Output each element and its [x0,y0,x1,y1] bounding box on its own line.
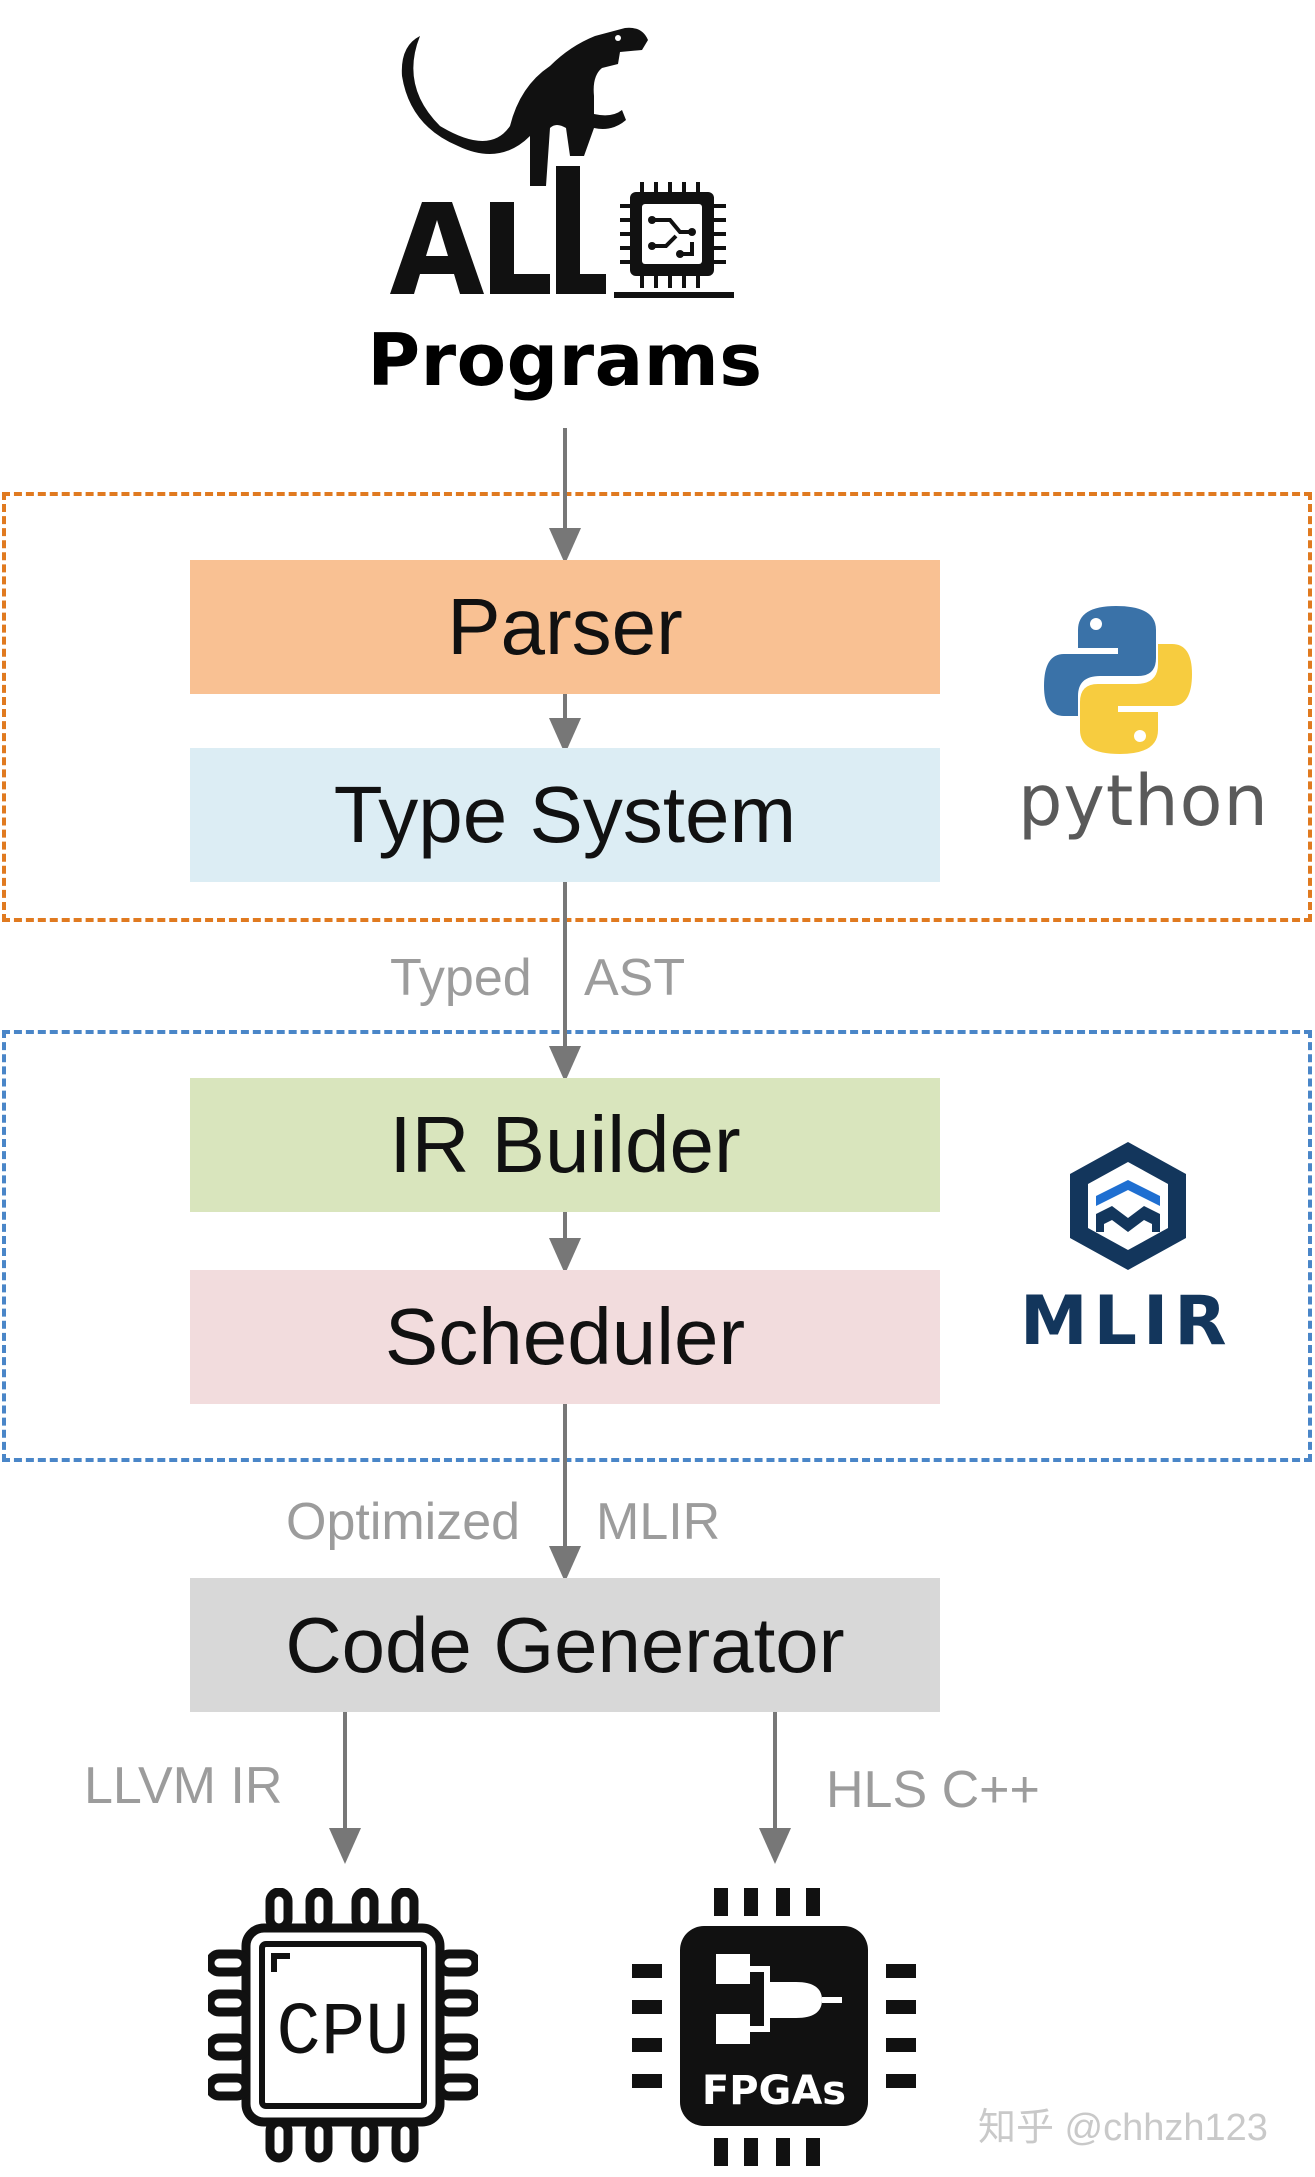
watermark: 知乎 @chhzh123 [978,2107,1268,2149]
mlir-wordmark: MLIR [1020,1282,1233,1361]
fpga-chip-icon: FPGAs [632,1888,916,2166]
edge-label-typed: Typed [390,949,532,1007]
allo-logo [390,27,734,298]
mlir-logo-icon [1070,1142,1186,1270]
logo-chip [614,182,734,298]
logo-letter-l2 [556,166,606,294]
type-system-stage: Type System [190,748,940,882]
edge-label-llvm-ir: LLVM IR [84,1757,283,1815]
cpu-chip-icon: CPU [208,1888,478,2163]
parser-stage: Parser [190,560,940,694]
python-wordmark: python [1018,760,1269,842]
edge-label-optimized: Optimized [286,1493,521,1551]
fpga-label: FPGAs [702,2068,846,2114]
code-generator-stage: Code Generator [190,1578,940,1712]
scheduler-stage: Scheduler [190,1270,940,1404]
logo-letter-l1 [490,202,550,294]
edge-label-mlir: MLIR [596,1493,721,1551]
diagram-title: Programs [367,318,763,402]
edge-label-ast: AST [584,949,686,1007]
edge-label-hls-cpp: HLS C++ [826,1761,1040,1819]
dinosaur-shape [401,27,648,186]
mlir-backend-group [2,1030,1312,1462]
cpu-label: CPU [276,1992,409,2076]
ir-builder-stage: IR Builder [190,1078,940,1212]
python-logo-icon [1044,606,1192,754]
logo-letter-a [390,202,484,294]
python-frontend-group [2,492,1312,922]
